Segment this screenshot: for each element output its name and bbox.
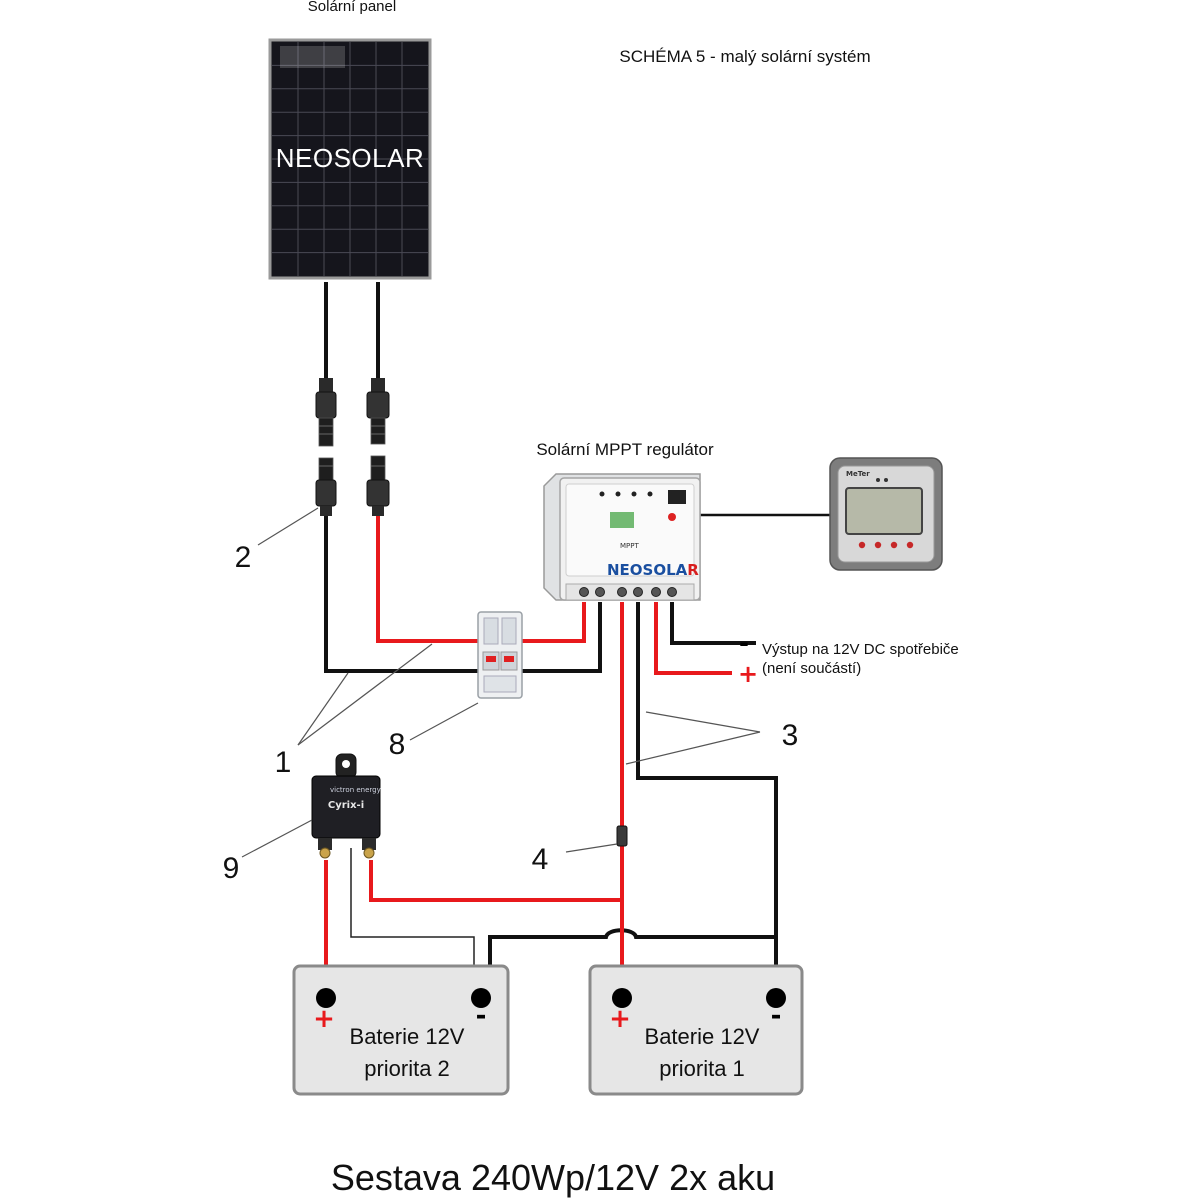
battery1-positive-terminal (612, 988, 632, 1008)
meter-brand: MeTer (846, 470, 870, 478)
wires (324, 282, 832, 995)
battery2-positive-terminal (316, 988, 336, 1008)
mc4-upper-right (366, 378, 390, 445)
panel-title: Solární panel (308, 0, 396, 15)
cyrix-relay: victron energy Cyrix-i (311, 753, 381, 859)
output-minus-sign: - (739, 629, 749, 657)
solar-panel: NEOSOLAR (268, 38, 432, 280)
battery2-minus-sign: - (476, 1001, 487, 1031)
pv-positive-wire-to-controller (522, 602, 586, 643)
controller-terminal (579, 587, 589, 597)
load-positive-wire (654, 602, 732, 675)
leader-3b (625, 731, 761, 765)
leader-4 (565, 843, 618, 853)
load-negative-wire (670, 602, 756, 645)
callout-4: 4 (532, 843, 549, 876)
battery-negative-link (488, 928, 776, 995)
battery1-line1: Baterie 12V (645, 1024, 760, 1049)
controller-title: Solární MPPT regulátor (536, 440, 714, 459)
remote-meter: MeTer (829, 457, 943, 571)
battery1-minus-sign: - (771, 1001, 782, 1031)
mc4-lower-left (315, 457, 337, 516)
output-plus-sign: + (738, 660, 758, 688)
pv-negative-wire (324, 512, 478, 673)
controller-terminal (633, 587, 643, 597)
battery2-line1: Baterie 12V (350, 1024, 465, 1049)
leader-9 (241, 819, 313, 858)
controller-terminal (651, 587, 661, 597)
battery1-negative-terminal (766, 988, 786, 1008)
mc4-connectors (315, 378, 390, 516)
controller-button (668, 513, 676, 521)
output-label-line2: (není součástí) (762, 660, 861, 677)
leader-8 (409, 702, 479, 741)
callout-9: 9 (223, 852, 240, 885)
battery2-plus-sign: + (313, 1004, 335, 1034)
leader-1a (297, 672, 349, 746)
cyrix-name: Cyrix-i (328, 800, 364, 811)
battery1-line2: priorita 1 (659, 1056, 745, 1081)
mc4-upper-left (315, 378, 337, 447)
battery-priority-1: + - Baterie 12V priorita 1 (588, 964, 804, 1096)
pv-negative-wire-to-controller (522, 602, 602, 673)
cyrix-to-battery1-positive (369, 860, 622, 902)
leader-2 (257, 507, 319, 546)
pv-positive-wire (376, 512, 478, 643)
battery-priority-2: + - Baterie 12V priorita 2 (292, 964, 510, 1096)
mc4-lower-right (366, 455, 390, 516)
output-label-line1: Výstup na 12V DC spotřebiče (762, 641, 959, 658)
leader-1b (297, 643, 433, 746)
battery2-negative-terminal (471, 988, 491, 1008)
callout-leaders (241, 507, 761, 858)
schema-title: SCHÉMA 5 - malý solární systém (619, 47, 870, 66)
controller-mppt-mark: MPPT (620, 542, 639, 550)
inline-fuse (616, 825, 628, 847)
callout-8: 8 (389, 728, 406, 761)
callout-3: 3 (782, 719, 799, 752)
cyrix-brand: victron energy (330, 786, 381, 794)
controller-terminal (617, 587, 627, 597)
controller-terminal (667, 587, 677, 597)
battery-negative-main (636, 602, 778, 995)
callout-2: 2 (235, 541, 252, 574)
dc-breaker (477, 611, 523, 699)
battery1-plus-sign: + (609, 1004, 631, 1034)
callout-1: 1 (275, 746, 292, 779)
controller-brand: NEOSOLAR (607, 561, 699, 579)
solar-panel-brand: NEOSOLAR (276, 143, 425, 173)
controller-terminal (595, 587, 605, 597)
footer-title: Sestava 240Wp/12V 2x aku (331, 1157, 775, 1198)
battery2-line2: priorita 2 (364, 1056, 450, 1081)
mppt-controller: MPPT NEOSOLAR (543, 473, 701, 601)
leader-3a (645, 711, 761, 733)
